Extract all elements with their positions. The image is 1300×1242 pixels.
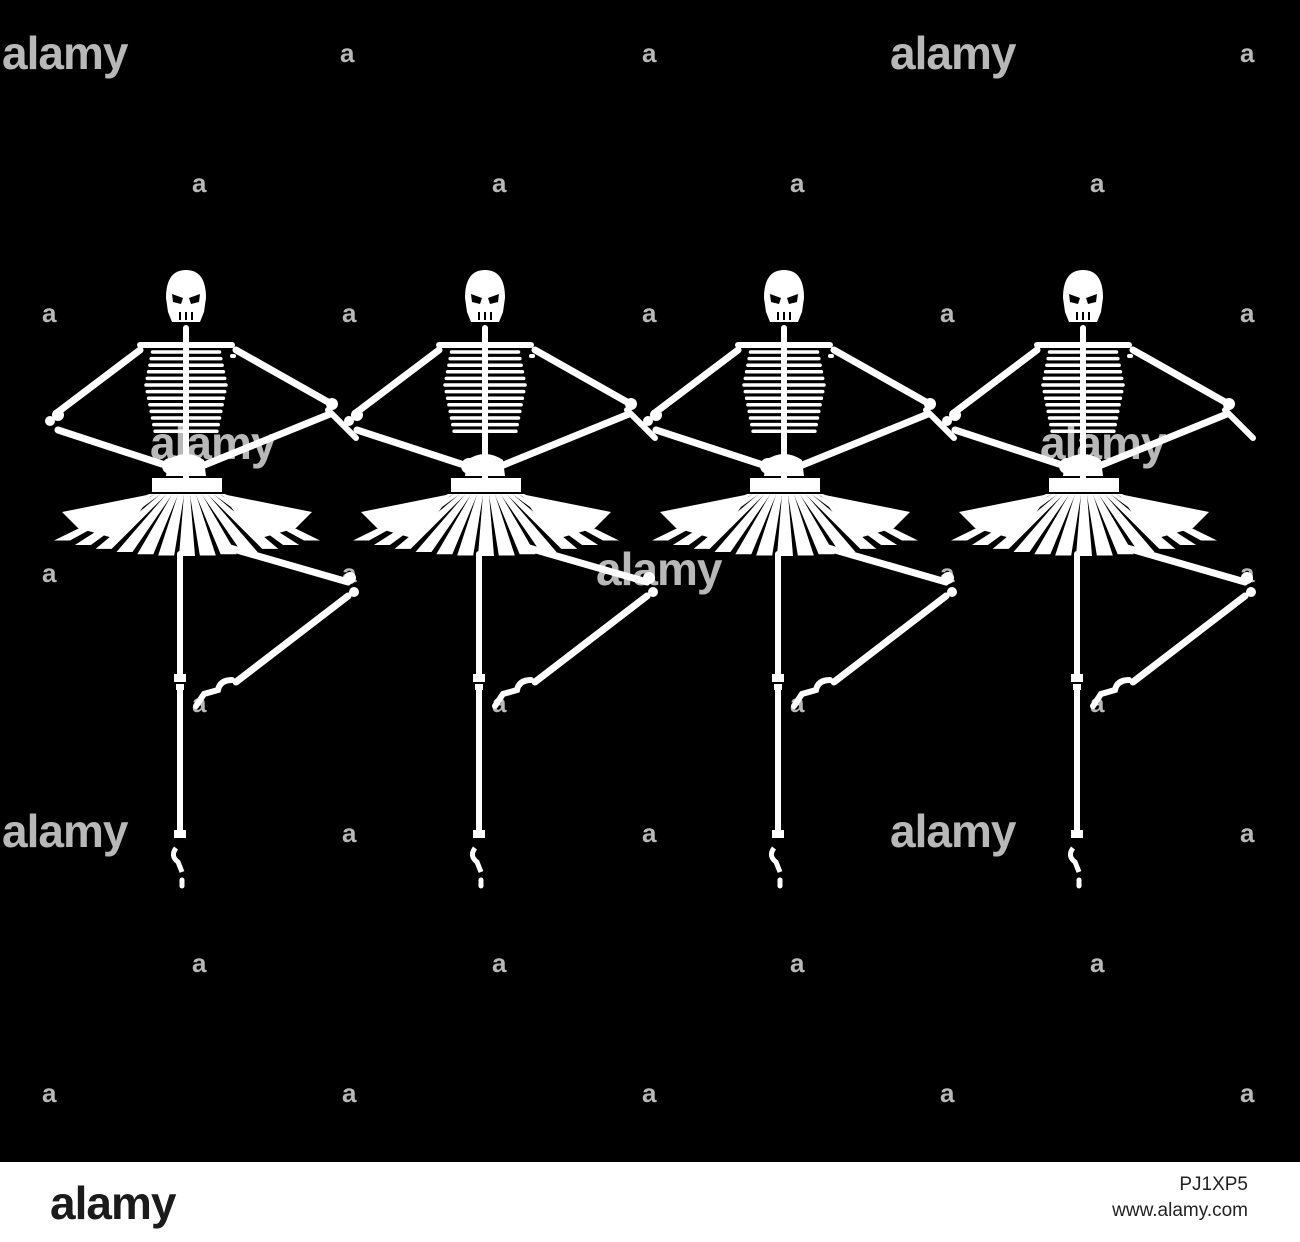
pelvis <box>1063 454 1103 476</box>
watermark-letter: a <box>1240 1078 1255 1108</box>
skull <box>465 270 505 322</box>
skeleton-ballerinas-illustration <box>45 270 1256 889</box>
watermark-letter: a <box>42 1078 57 1108</box>
skeleton-dancer <box>45 270 359 889</box>
watermark-letter: a <box>192 948 207 978</box>
image-canvas: alamy alamy alamy alamy alamy alamy alam… <box>0 0 1300 1162</box>
footer-logo[interactable]: alamy <box>50 1177 176 1229</box>
watermark-letter: a <box>940 558 955 588</box>
image-id-label: PJ1XP5 <box>1179 1174 1248 1195</box>
footer-url-link[interactable]: www.alamy.com <box>1112 1200 1248 1221</box>
watermark-word: alamy <box>150 417 276 469</box>
skull <box>764 270 804 322</box>
pelvis <box>465 454 505 476</box>
watermark-word: alamy <box>1040 417 1166 469</box>
watermark-letter: a <box>342 1078 357 1108</box>
watermark-word: alamy <box>2 805 128 857</box>
watermark-word: alamy <box>2 27 128 79</box>
watermark-letter: a <box>1240 818 1255 848</box>
watermark-letter: a <box>940 298 955 328</box>
tutu-waistband <box>152 478 222 492</box>
skeleton-dancer <box>643 270 957 889</box>
watermark-letter: a <box>1090 948 1105 978</box>
watermark-letter: a <box>1240 298 1255 328</box>
watermark-letter: a <box>642 1078 657 1108</box>
watermark-letter: a <box>642 38 657 68</box>
watermark-letter: a <box>642 818 657 848</box>
skull <box>166 270 206 322</box>
watermark-letter: a <box>42 558 57 588</box>
skull <box>1063 270 1103 322</box>
pelvis <box>166 454 206 476</box>
watermark-letter: a <box>342 818 357 848</box>
skeleton-dancer <box>344 270 658 889</box>
watermark-letter: a <box>1090 688 1105 718</box>
skeleton-dancer <box>942 270 1256 889</box>
footer-bar: alamy PJ1XP5 www.alamy.com <box>0 1162 1300 1242</box>
tutu-waistband <box>451 478 521 492</box>
tutu-waistband <box>750 478 820 492</box>
watermark-letter: a <box>1090 168 1105 198</box>
watermark-letter: a <box>492 688 507 718</box>
watermark-letter: a <box>642 298 657 328</box>
watermark-letter: a <box>340 38 355 68</box>
watermark-letter: a <box>790 948 805 978</box>
watermark-letter: a <box>790 168 805 198</box>
pelvis <box>764 454 804 476</box>
tutu-waistband <box>1049 478 1119 492</box>
watermark-letter: a <box>342 558 357 588</box>
watermark-letter: a <box>192 688 207 718</box>
watermark-word: alamy <box>890 27 1016 79</box>
watermark-letter: a <box>192 168 207 198</box>
watermark-letter: a <box>492 168 507 198</box>
watermark-letter: a <box>42 298 57 328</box>
watermark-word: alamy <box>596 543 722 595</box>
watermark-letter: a <box>342 298 357 328</box>
watermark-letter: a <box>1240 558 1255 588</box>
watermark-letter: a <box>492 948 507 978</box>
watermark-word: alamy <box>890 805 1016 857</box>
watermark-letter: a <box>1240 38 1255 68</box>
watermark-letter: a <box>940 1078 955 1108</box>
watermark-letter: a <box>790 688 805 718</box>
